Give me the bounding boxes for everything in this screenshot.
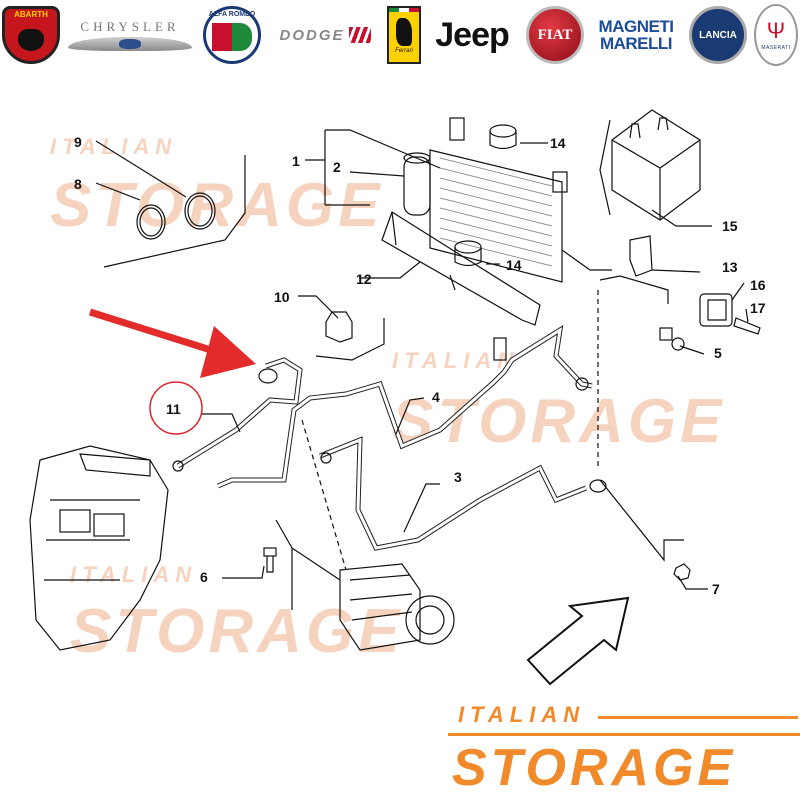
abarth-logo: ABARTH <box>2 4 60 66</box>
magneti-logo-line2: MARELLI <box>599 34 673 53</box>
dodge-logo: DODGE <box>270 4 380 66</box>
highlight-circle <box>149 381 203 435</box>
fiat-logo: FIAT <box>524 4 586 66</box>
callout-1: 1 <box>292 153 300 169</box>
footer-logo-small: ITALIAN <box>458 702 586 727</box>
chrysler-logo-text: CHRYSLER <box>80 19 180 34</box>
suction-pipe-11 <box>176 357 303 469</box>
clip <box>733 317 761 335</box>
pressure-sensor <box>699 293 733 327</box>
callout-5: 5 <box>714 345 722 361</box>
italian-storage-logo: ITALIAN STORAGE <box>448 700 800 800</box>
fiat-logo-text: FIAT <box>537 26 573 43</box>
alfa-romeo-logo: ALFA ROMEO <box>200 4 264 66</box>
bracket <box>629 235 653 277</box>
rubber-mount-bottom <box>454 240 482 267</box>
jeep-logo-text: Jeep <box>435 15 509 54</box>
magneti-logo-line1: MAGNETI <box>598 17 674 36</box>
callout-2: 2 <box>333 159 341 175</box>
callout-7: 7 <box>712 581 720 597</box>
red-pointer-arrow-icon <box>88 308 256 378</box>
ferrari-logo: Ferrari <box>386 4 422 66</box>
lancia-logo-text: LANCIA <box>699 29 737 41</box>
callout-10: 10 <box>274 289 290 305</box>
callout-11: 11 <box>166 401 181 417</box>
maserati-logo-text: MASERATI <box>761 44 791 51</box>
service-valve <box>659 327 685 351</box>
rubber-mount-top <box>489 124 517 150</box>
dodge-logo-text: DODGE <box>279 26 345 44</box>
lancia-logo: LANCIA <box>686 4 750 66</box>
callout-17: 17 <box>750 300 766 316</box>
pipe-clamp <box>325 311 353 343</box>
brand-logo-strip: ABARTH CHRYSLER ALFA ROMEO DODGE Ferrari… <box>0 0 800 72</box>
fitting-kit-box <box>611 109 701 221</box>
alfa-romeo-logo-text: ALFA ROMEO <box>208 11 256 18</box>
callout-15: 15 <box>722 218 738 234</box>
ac-compressor <box>339 563 455 651</box>
magneti-marelli-logo: MAGNETI MARELLI <box>588 4 684 66</box>
chrysler-logo: CHRYSLER <box>64 4 196 66</box>
callout-4: 4 <box>432 389 440 405</box>
bolt <box>263 547 277 573</box>
watermark-small-top: ITALIAN <box>50 134 178 159</box>
jeep-logo: Jeep <box>426 4 518 66</box>
callout-3: 3 <box>454 469 462 485</box>
pipe-4 <box>217 324 593 489</box>
callout-14-bottom: 14 <box>506 257 522 273</box>
callout-12: 12 <box>356 271 372 287</box>
trident-icon: Ψ <box>766 17 786 43</box>
crossmember <box>381 211 541 326</box>
seal-ring-large <box>184 192 216 230</box>
callout-9: 9 <box>74 134 82 150</box>
callout-14-top: 14 <box>550 135 566 151</box>
condenser <box>429 117 612 283</box>
watermark-small-middle: ITALIAN <box>392 348 520 373</box>
nut <box>673 563 691 581</box>
hvac-unit <box>29 445 169 651</box>
callout-13: 13 <box>722 259 738 275</box>
watermark-big-bottom: STORAGE <box>70 597 404 666</box>
callout-8: 8 <box>74 176 82 192</box>
callout-16: 16 <box>750 277 766 293</box>
arrow-icon <box>526 596 630 686</box>
callout-6: 6 <box>200 569 208 585</box>
seal-ring-small <box>136 204 166 240</box>
abarth-logo-text: ABARTH <box>14 10 48 19</box>
footer-logo-big: STORAGE <box>452 739 737 797</box>
ferrari-logo-text: Ferrari <box>395 48 413 54</box>
watermark-small-bottom: ITALIAN <box>70 562 198 587</box>
